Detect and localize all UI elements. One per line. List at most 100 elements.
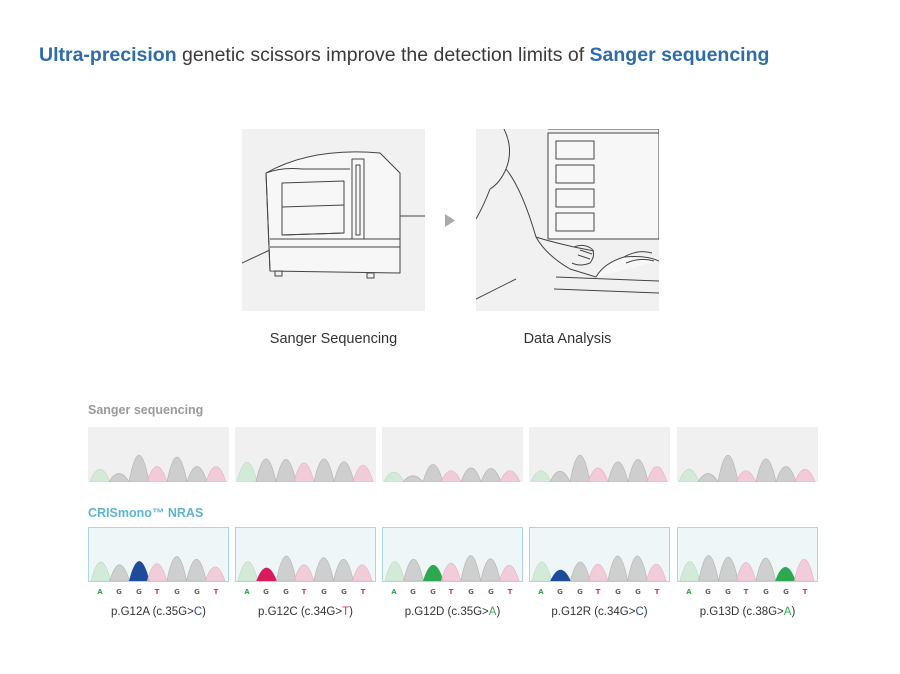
- base-peak-T: [146, 466, 168, 482]
- mutation-label-1: p.G12A (c.35G>C): [88, 606, 229, 618]
- mutation-notation-end: ): [202, 606, 206, 618]
- mutation-notation-end: ): [349, 606, 353, 618]
- mutation-notation: (c.38G>: [739, 606, 784, 618]
- base-letter: G: [488, 588, 494, 596]
- base-peak-G: [186, 466, 208, 482]
- base-letter: G: [725, 588, 731, 596]
- mutation-label-3: p.G12D (c.35G>A): [382, 606, 523, 618]
- base-letter: A: [686, 588, 692, 596]
- base-letter: G: [194, 588, 200, 596]
- base-peak-G: [480, 558, 501, 581]
- mutation-notation: (c.34G>: [297, 606, 343, 618]
- sanger-chromatogram-3: [382, 427, 523, 482]
- base-peak-A: [237, 561, 259, 581]
- base-letter: T: [213, 588, 219, 596]
- right-arrow-icon: [445, 214, 455, 227]
- crismono-chromatogram-3: [382, 527, 523, 582]
- base-peak-A: [678, 468, 700, 482]
- mutation-notation: (c.35G>: [444, 606, 489, 618]
- base-peak-A: [384, 561, 406, 581]
- sanger-chromatogram-1: [88, 427, 229, 482]
- base-letter: G: [468, 588, 474, 596]
- base-peak-G: [166, 457, 188, 482]
- base-letter: G: [283, 588, 289, 596]
- base-peak-T: [146, 563, 168, 581]
- mutation-name: p.G12R: [551, 606, 592, 618]
- sanger-chromatogram-2: [235, 427, 376, 482]
- base-letter: G: [136, 588, 142, 596]
- base-peak-G: [698, 555, 719, 581]
- mutant-peak: [775, 567, 796, 581]
- mutation-label-4: p.G12R (c.34G>C): [529, 606, 670, 618]
- base-letter: G: [615, 588, 621, 596]
- crismono-chromatogram-5: [677, 527, 818, 582]
- base-letter: T: [360, 588, 366, 596]
- base-peak-G: [549, 470, 571, 482]
- title-highlight-2: Sanger sequencing: [589, 44, 770, 66]
- base-letter: A: [538, 588, 544, 596]
- base-letter: A: [244, 588, 250, 596]
- sanger-chromatogram-4: [529, 427, 670, 482]
- base-peak-G: [128, 455, 150, 482]
- base-peak-A: [679, 561, 701, 581]
- base-peak-T: [351, 564, 373, 581]
- base-peak-T: [352, 464, 374, 482]
- base-letter: T: [654, 588, 660, 596]
- base-peak-G: [570, 561, 591, 581]
- base-peak-G: [313, 458, 335, 482]
- base-peak-T: [293, 564, 315, 581]
- base-letter: T: [743, 588, 749, 596]
- base-peak-G: [607, 555, 628, 581]
- crismono-chromatogram-4: [529, 527, 670, 582]
- base-peak-G: [627, 555, 648, 581]
- mutation-notation-end: ): [791, 606, 796, 618]
- mutation-label-2: p.G12C (c.34G>T): [235, 606, 376, 618]
- base-peak-G: [333, 461, 355, 482]
- base-peak-T: [646, 466, 668, 482]
- mutant-peak: [256, 567, 277, 581]
- base-peak-G: [717, 455, 739, 482]
- base-peak-G: [313, 557, 334, 581]
- base-letter: T: [507, 588, 513, 596]
- base-peak-T: [735, 562, 757, 581]
- base-peak-G: [403, 559, 424, 581]
- base-peak-G: [755, 558, 776, 581]
- base-peak-A: [90, 561, 112, 581]
- mutation-name: p.G12D: [404, 606, 445, 618]
- mutation-name: p.G12A: [111, 606, 150, 618]
- base-letter: G: [430, 588, 436, 596]
- base-letter: T: [154, 588, 160, 596]
- base-letter: G: [635, 588, 641, 596]
- mutation-notation: (c.35G>: [149, 606, 194, 618]
- person-at-computer-illustration: [476, 129, 659, 311]
- base-peak-G: [755, 458, 777, 482]
- mutation-label-5: p.G13D (c.38G>A): [677, 606, 818, 618]
- base-peak-T: [498, 564, 520, 581]
- base-peak-G: [276, 555, 297, 581]
- base-letter: G: [557, 588, 563, 596]
- base-peak-G: [109, 564, 130, 581]
- base-peak-A: [236, 461, 258, 482]
- base-peak-T: [293, 462, 315, 482]
- base-letter: G: [174, 588, 180, 596]
- alt-base: T: [342, 606, 350, 618]
- base-letter: G: [410, 588, 416, 596]
- base-letter: G: [577, 588, 583, 596]
- base-letter: G: [341, 588, 347, 596]
- base-peak-T: [645, 563, 667, 581]
- mutant-peak: [129, 561, 150, 581]
- base-letter: T: [802, 588, 808, 596]
- alt-base: A: [783, 606, 792, 618]
- sanger-section-label: Sanger sequencing: [88, 403, 204, 417]
- sequencer-machine-illustration: [242, 129, 425, 311]
- base-peak-A: [89, 468, 111, 482]
- alt-base: A: [488, 606, 497, 618]
- base-letter: G: [116, 588, 122, 596]
- mutation-name: p.G13D: [699, 606, 740, 618]
- base-peak-G: [460, 555, 481, 581]
- base-peak-G: [402, 475, 424, 482]
